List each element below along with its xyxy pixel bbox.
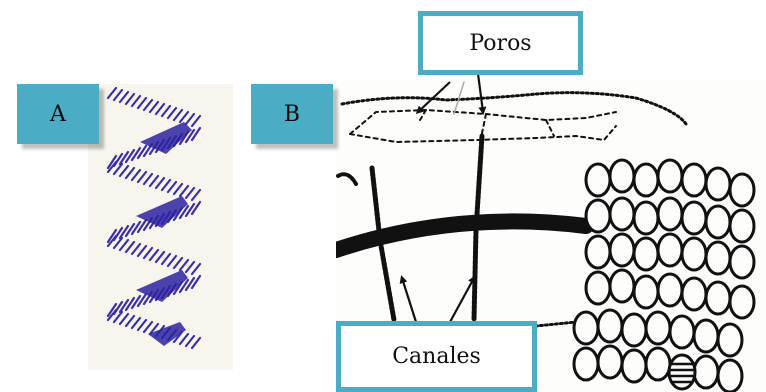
canales-arrow-2 <box>450 278 474 322</box>
panel-a-label: A <box>17 84 99 144</box>
canales-label: Canales <box>392 344 481 369</box>
canales-callout: Canales <box>336 321 537 392</box>
panel-b-label: B <box>251 84 333 144</box>
canales-arrow-1 <box>402 278 416 322</box>
poros-callout: Poros <box>418 11 583 75</box>
poros-arrow-1 <box>418 82 450 112</box>
poros-label: Poros <box>469 31 531 56</box>
